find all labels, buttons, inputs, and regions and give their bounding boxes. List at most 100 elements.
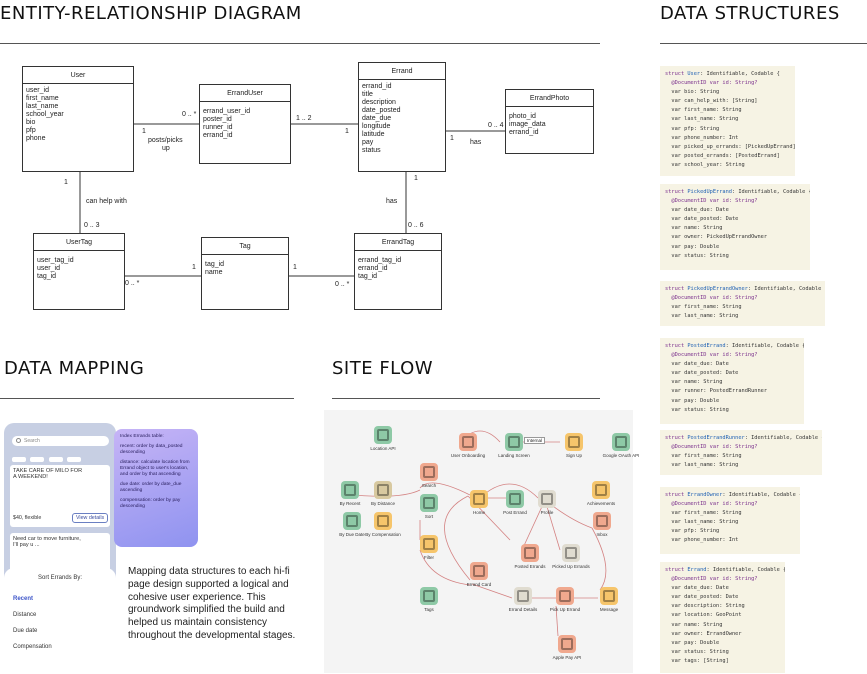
flow-node-errand-card [470, 562, 488, 580]
cardinality-label: 0 .. 6 [408, 222, 424, 229]
flow-node-post-errand [506, 490, 524, 508]
entity-title: UserTag [34, 234, 124, 251]
sort-sheet-title: Sort Errands By: [37, 575, 82, 581]
sort-sheet: Sort Errands By: Recent Distance Due dat… [4, 568, 116, 661]
mapping-note: Index Errands table:recent: order by dat… [114, 429, 198, 547]
flow-node-achievements [592, 481, 610, 499]
flow-node-by-distance [374, 481, 392, 499]
site-flow-canvas [324, 410, 633, 673]
search-icon [16, 438, 21, 443]
sort-option-distance[interactable]: Distance [13, 612, 37, 618]
flow-node-label: Home [472, 510, 485, 515]
flow-node-filter [420, 535, 438, 553]
struct-field: var last_name: String [665, 462, 739, 469]
struct-field: var last_name: String [665, 313, 739, 320]
view-details-button[interactable]: View details [72, 513, 109, 523]
struct-field: var date_due: Date [665, 207, 729, 214]
entity-title: User [23, 67, 133, 84]
flow-node-label: Picked Up Errands [552, 564, 590, 569]
flow-node-label: Message [599, 607, 619, 612]
struct-field: var name: String [665, 621, 723, 628]
relationship-label: posts/picks [148, 137, 183, 144]
struct-header: struct User: Identifiable, Codable { [665, 71, 780, 77]
struct-field: var last_name: String [665, 116, 739, 123]
data-structures-rule [660, 43, 867, 44]
site-flow-rule [332, 398, 600, 399]
struct-field: var date_posted: Date [665, 216, 739, 223]
cardinality-label: 1 [414, 175, 418, 182]
struct-field: var date_posted: Date [665, 370, 739, 377]
flow-node-location-api [374, 426, 392, 444]
struct-header: struct PostedErrand: Identifiable, Codab… [665, 343, 804, 349]
errand-card[interactable]: TAKE CARE OF MILO FOR A WEEKEND! $40, fl… [10, 465, 110, 527]
sort-option-recent[interactable]: Recent [13, 596, 34, 602]
struct-field: var phone_number: Int [665, 134, 739, 141]
flow-node-landing-screen [505, 433, 523, 451]
flow-node-label: Pick Up Errand [549, 607, 581, 612]
sort-option-compensation[interactable]: Compensation [13, 644, 52, 650]
flow-node-label: By Compensation [365, 532, 401, 537]
struct-field: var school_year: String [665, 161, 745, 168]
struct-field: var description: String [665, 603, 745, 610]
errand-card[interactable]: Need car to move furniture, I'll pay u .… [10, 533, 110, 573]
relationship-label: can help with [86, 198, 127, 205]
flow-node-label: Location API [370, 446, 396, 451]
flow-node-label: By Distance [370, 501, 395, 506]
flow-node-apple-pay-api [558, 635, 576, 653]
struct-field: var pay: Double [665, 243, 720, 250]
relationship-label: has [386, 198, 398, 205]
relationship-label: has [470, 139, 482, 146]
struct-field: var status: String [665, 252, 729, 259]
site-flow-heading: SITE FLOW [332, 358, 434, 379]
struct-header: struct Errand: Identifiable, Codable { [665, 567, 785, 573]
data-structures-heading: DATA STRUCTURES [660, 3, 840, 24]
struct-field: var picked_up_errands: [PickedUpErrand] [665, 143, 795, 150]
struct-field: @DocumentID var id: String? [665, 295, 758, 302]
flow-node-search [420, 463, 438, 481]
entity-title: ErrandUser [200, 85, 290, 102]
struct-errand-code: struct Errand: Identifiable, Codable { @… [660, 562, 785, 673]
cardinality-label: 0 .. * [182, 111, 197, 118]
cardinality-label: 1 [142, 128, 146, 135]
flow-node-pick-up-errand [556, 587, 574, 605]
flow-node-by-recent [341, 481, 359, 499]
search-bar[interactable]: Search [12, 436, 109, 446]
flow-node-label: Profile [540, 510, 554, 515]
cardinality-label: 0 .. * [125, 280, 140, 287]
relationship-label: up [162, 145, 170, 152]
flow-node-label: Search [421, 483, 437, 488]
flow-node-posted-errands [521, 544, 539, 562]
struct-field: var runner: PostedErrandRunner [665, 388, 768, 395]
struct-field: var first_name: String [665, 107, 742, 114]
struct-field: var status: String [665, 648, 729, 655]
flow-node-label: Filter [424, 555, 434, 560]
cardinality-label: 0 .. 4 [488, 122, 504, 129]
flow-node-label: Posted Errands [514, 564, 546, 569]
struct-field: var last_name: String [665, 519, 739, 526]
struct-field: @DocumentID var id: String? [665, 80, 758, 87]
entity-title: ErrandPhoto [506, 90, 593, 107]
erd-heading: ENTITY-RELATIONSHIP DIAGRAM [0, 3, 302, 24]
struct-field: var date_due: Date [665, 585, 729, 592]
flow-node-sort [420, 494, 438, 512]
flow-node-label: Tags [424, 607, 434, 612]
flow-node-label: Apple Pay API [552, 655, 582, 660]
struct-postederrandrunner-code: struct PostedErrandRunner: Identifiable,… [660, 430, 822, 475]
flow-node-label: Errand Card [466, 582, 492, 587]
struct-field: var can_help_with: [String] [665, 98, 758, 105]
sort-option-due-date[interactable]: Due date [13, 628, 38, 634]
struct-errandowner-code: struct ErrandOwner: Identifiable, Codabl… [660, 487, 800, 554]
struct-field: var phone_number: Int [665, 537, 739, 544]
struct-field: @DocumentID var id: String? [665, 501, 758, 508]
mapping-paragraph: Mapping data structures to each hi-fi pa… [128, 566, 296, 641]
flow-node-tags [420, 587, 438, 605]
flow-node-home [470, 490, 488, 508]
flow-node-message [600, 587, 618, 605]
